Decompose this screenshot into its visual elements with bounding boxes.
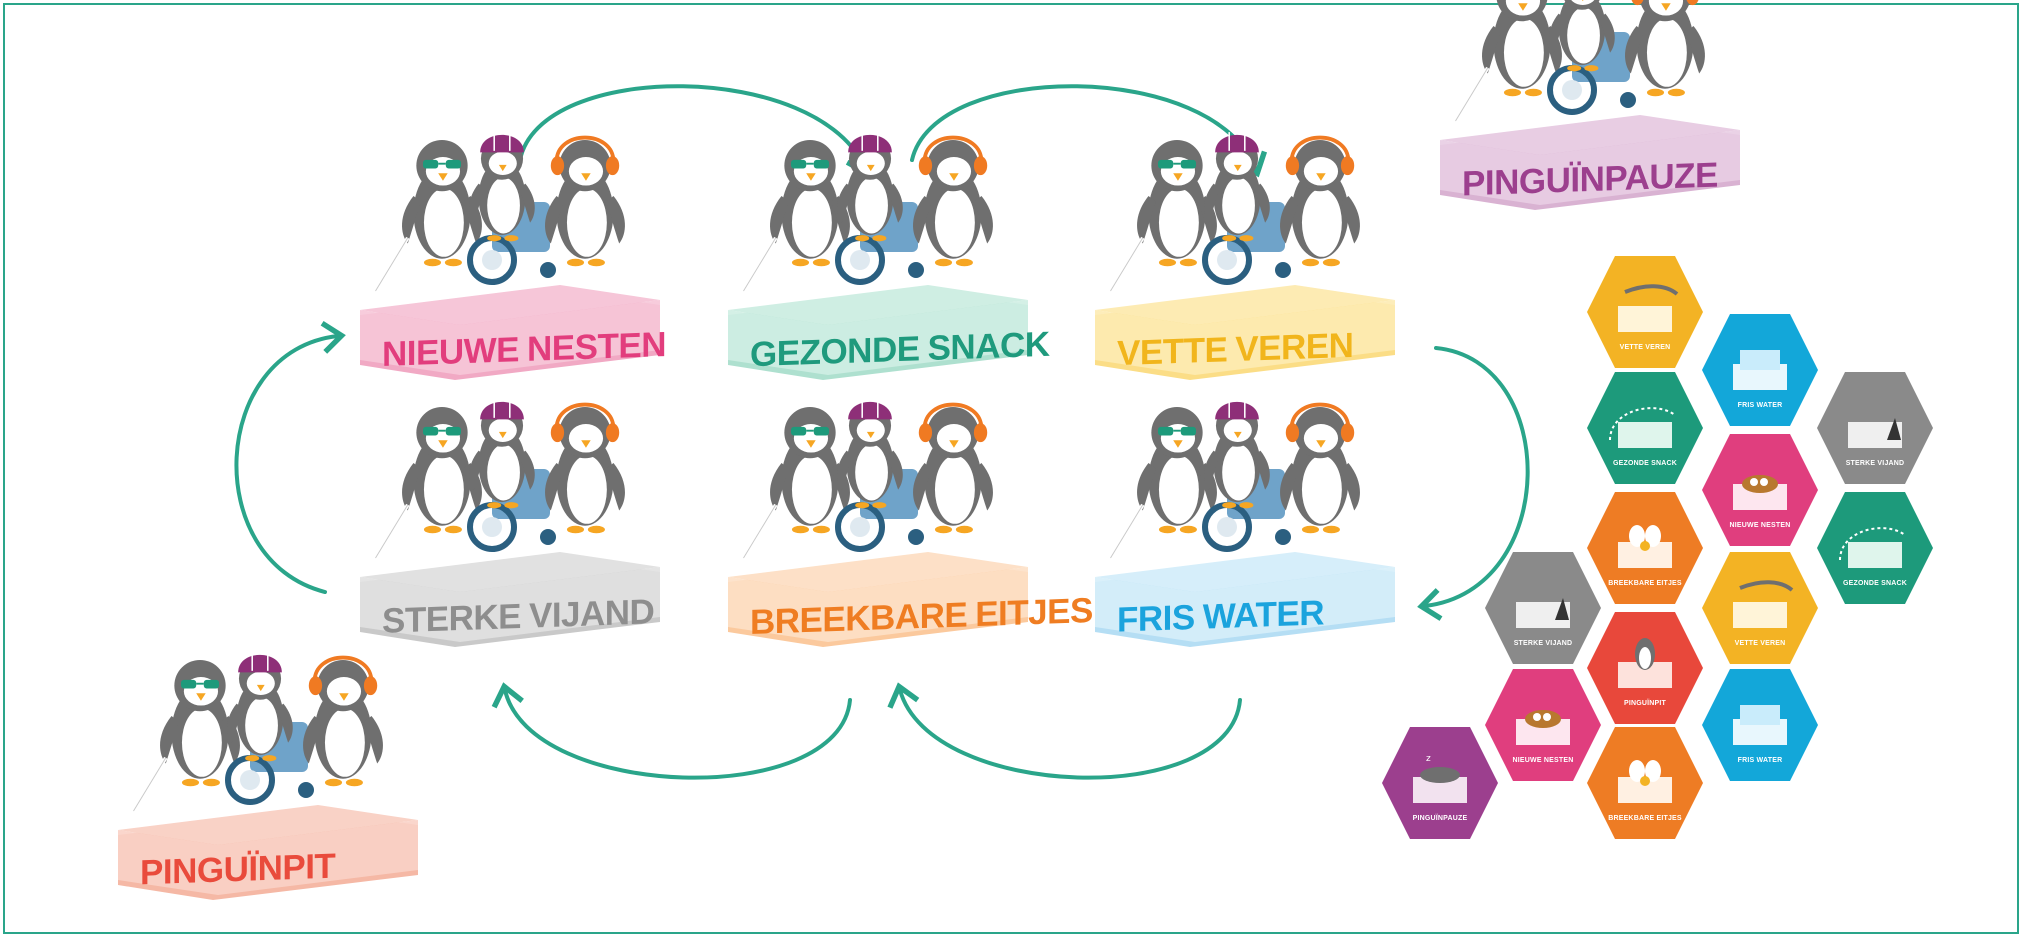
arrow-snack-veren bbox=[910, 84, 1267, 178]
hex-label: GEZONDE SNACK bbox=[1612, 460, 1678, 467]
card-illustration bbox=[1095, 399, 1395, 647]
card-illustration bbox=[118, 652, 418, 900]
card-nieuwe-nesten: NIEUWE NESTEN bbox=[360, 132, 666, 395]
card-illustration bbox=[1440, 0, 1740, 210]
hex-label: NIEUWE NESTEN bbox=[1729, 522, 1791, 529]
hex-tile: FRIS WATER bbox=[1700, 312, 1820, 428]
card-illustration bbox=[360, 399, 660, 647]
hex-tile: z PINGUÏNPAUZE bbox=[1380, 725, 1500, 841]
card-vette-veren: VETTE VEREN bbox=[1095, 132, 1400, 395]
hex-tile: STERKE VIJAND bbox=[1483, 550, 1603, 666]
card-illustration bbox=[360, 132, 660, 380]
hex-tile: BREEKBARE EITJES bbox=[1585, 490, 1705, 606]
arrow-eitjes-vijand bbox=[491, 682, 852, 780]
hex-label: FRIS WATER bbox=[1737, 757, 1783, 764]
hex-tile: STERKE VIJAND bbox=[1815, 370, 1935, 486]
hex-tile: GEZONDE SNACK bbox=[1815, 490, 1935, 606]
hex-label: PINGUÏNPIT bbox=[1623, 700, 1667, 707]
hex-label: STERKE VIJAND bbox=[1513, 640, 1573, 647]
card-illustration bbox=[728, 132, 1028, 380]
hex-label: FRIS WATER bbox=[1737, 402, 1783, 409]
hex-tile: GEZONDE SNACK bbox=[1585, 370, 1705, 486]
card-pinguinpit: PINGUÏNPIT bbox=[118, 652, 423, 915]
card-fris-water: FRIS WATER bbox=[1095, 399, 1400, 662]
hex-label: GEZONDE SNACK bbox=[1842, 580, 1908, 587]
hex-label: STERKE VIJAND bbox=[1845, 460, 1905, 467]
arrow-water-eitjes bbox=[887, 682, 1242, 780]
hex-label: VETTE VEREN bbox=[1619, 344, 1671, 351]
hex-label: VETTE VEREN bbox=[1734, 640, 1786, 647]
card-pinguinpauze: PINGUÏNPAUZE bbox=[1440, 0, 1745, 225]
hex-tile: BREEKBARE EITJES bbox=[1585, 725, 1705, 841]
hex-tile: FRIS WATER bbox=[1700, 667, 1820, 783]
hex-tile: PINGUÏNPIT bbox=[1585, 610, 1705, 726]
card-illustration bbox=[728, 399, 1028, 647]
arrow-vijand-nesten bbox=[234, 320, 346, 594]
hex-label: PINGUÏNPAUZE bbox=[1412, 815, 1468, 822]
arrow-nesten-snack bbox=[518, 84, 877, 178]
hex-tile: NIEUWE NESTEN bbox=[1700, 432, 1820, 548]
frame bbox=[3, 3, 2019, 934]
hex-label: BREEKBARE EITJES bbox=[1608, 815, 1682, 822]
hex-tile: NIEUWE NESTEN bbox=[1483, 667, 1603, 783]
svg-text:z: z bbox=[1426, 754, 1431, 764]
card-gezonde-snack: GEZONDE SNACK bbox=[728, 132, 1050, 395]
hex-tile: VETTE VEREN bbox=[1585, 254, 1705, 370]
hex-label: NIEUWE NESTEN bbox=[1512, 757, 1574, 764]
card-illustration bbox=[1095, 132, 1395, 380]
arrow-veren-water bbox=[1417, 346, 1530, 621]
card-sterke-vijand: STERKE VIJAND bbox=[360, 399, 665, 662]
hex-label: BREEKBARE EITJES bbox=[1608, 580, 1682, 587]
hex-tile: VETTE VEREN bbox=[1700, 550, 1820, 666]
card-breekbare-eitjes: BREEKBARE EITJES bbox=[728, 399, 1093, 662]
